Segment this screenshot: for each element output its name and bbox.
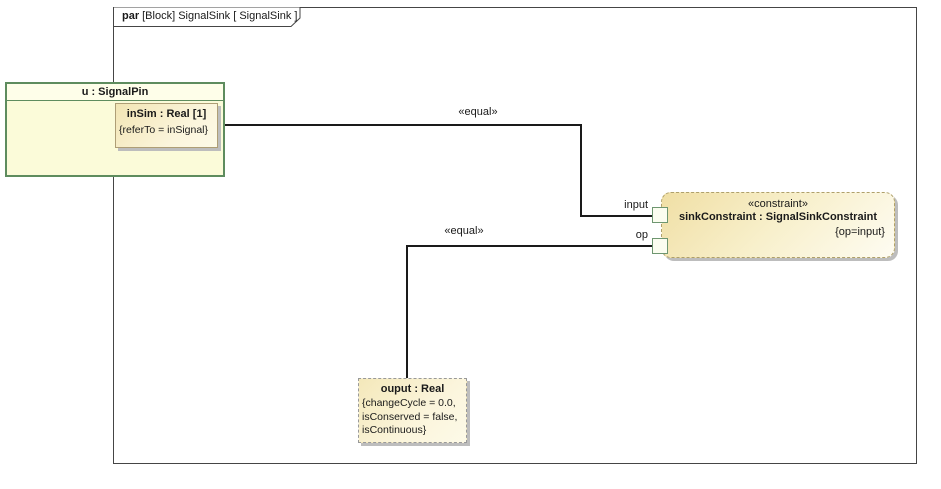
ouput-property-line-2: isConserved = false,	[362, 410, 458, 423]
connector-equal-input-segment-h2[interactable]	[580, 215, 654, 217]
ouput-value-block[interactable]: ouput : Real {changeCycle = 0.0, isConse…	[358, 378, 467, 443]
connector-equal-input-segment-h1[interactable]	[218, 124, 581, 126]
ouput-property-line-1: {changeCycle = 0.0,	[362, 397, 456, 409]
ouput-property-line-3: isContinuous}	[362, 424, 427, 436]
connector-equal-op-segment-v[interactable]	[406, 245, 408, 379]
constraint-expression-label: {op=input}	[835, 226, 885, 238]
connector-equal-input-stereotype-label[interactable]: «equal»	[458, 106, 498, 118]
constraint-port-input-label[interactable]: input	[624, 199, 648, 211]
sink-constraint-block[interactable]: «constraint» sinkConstraint : SignalSink…	[661, 192, 895, 258]
ouput-block-title: ouput : Real	[380, 383, 445, 395]
frame-tab-shape[interactable]	[113, 7, 303, 28]
constraint-title-label: sinkConstraint : SignalSinkConstraint	[678, 211, 878, 223]
constraint-port-op[interactable]	[652, 238, 668, 254]
constraint-stereotype-label: «constraint»	[748, 198, 808, 210]
frame-header-tab[interactable]: par[Block] SignalSink [ SignalSink ]	[113, 10, 301, 22]
insim-value-pin[interactable]: inSim : Real [1] {referTo = inSignal}	[115, 103, 218, 148]
constraint-port-input[interactable]	[652, 207, 668, 223]
insim-pin-property: {referTo = inSignal}	[119, 124, 209, 136]
connector-equal-op-segment-h[interactable]	[406, 245, 654, 247]
diagram-frame	[113, 7, 917, 464]
insim-pin-title: inSim : Real [1]	[126, 108, 207, 120]
frame-diagram-kind-label: par	[122, 10, 140, 22]
connector-equal-input-segment-v[interactable]	[580, 124, 582, 216]
connector-equal-op-stereotype-label[interactable]: «equal»	[444, 225, 484, 237]
constraint-port-op-label[interactable]: op	[635, 229, 648, 241]
frame-diagram-title-label: [Block] SignalSink [ SignalSink ]	[142, 10, 298, 22]
signal-pin-part-title: u : SignalPin	[7, 84, 223, 101]
